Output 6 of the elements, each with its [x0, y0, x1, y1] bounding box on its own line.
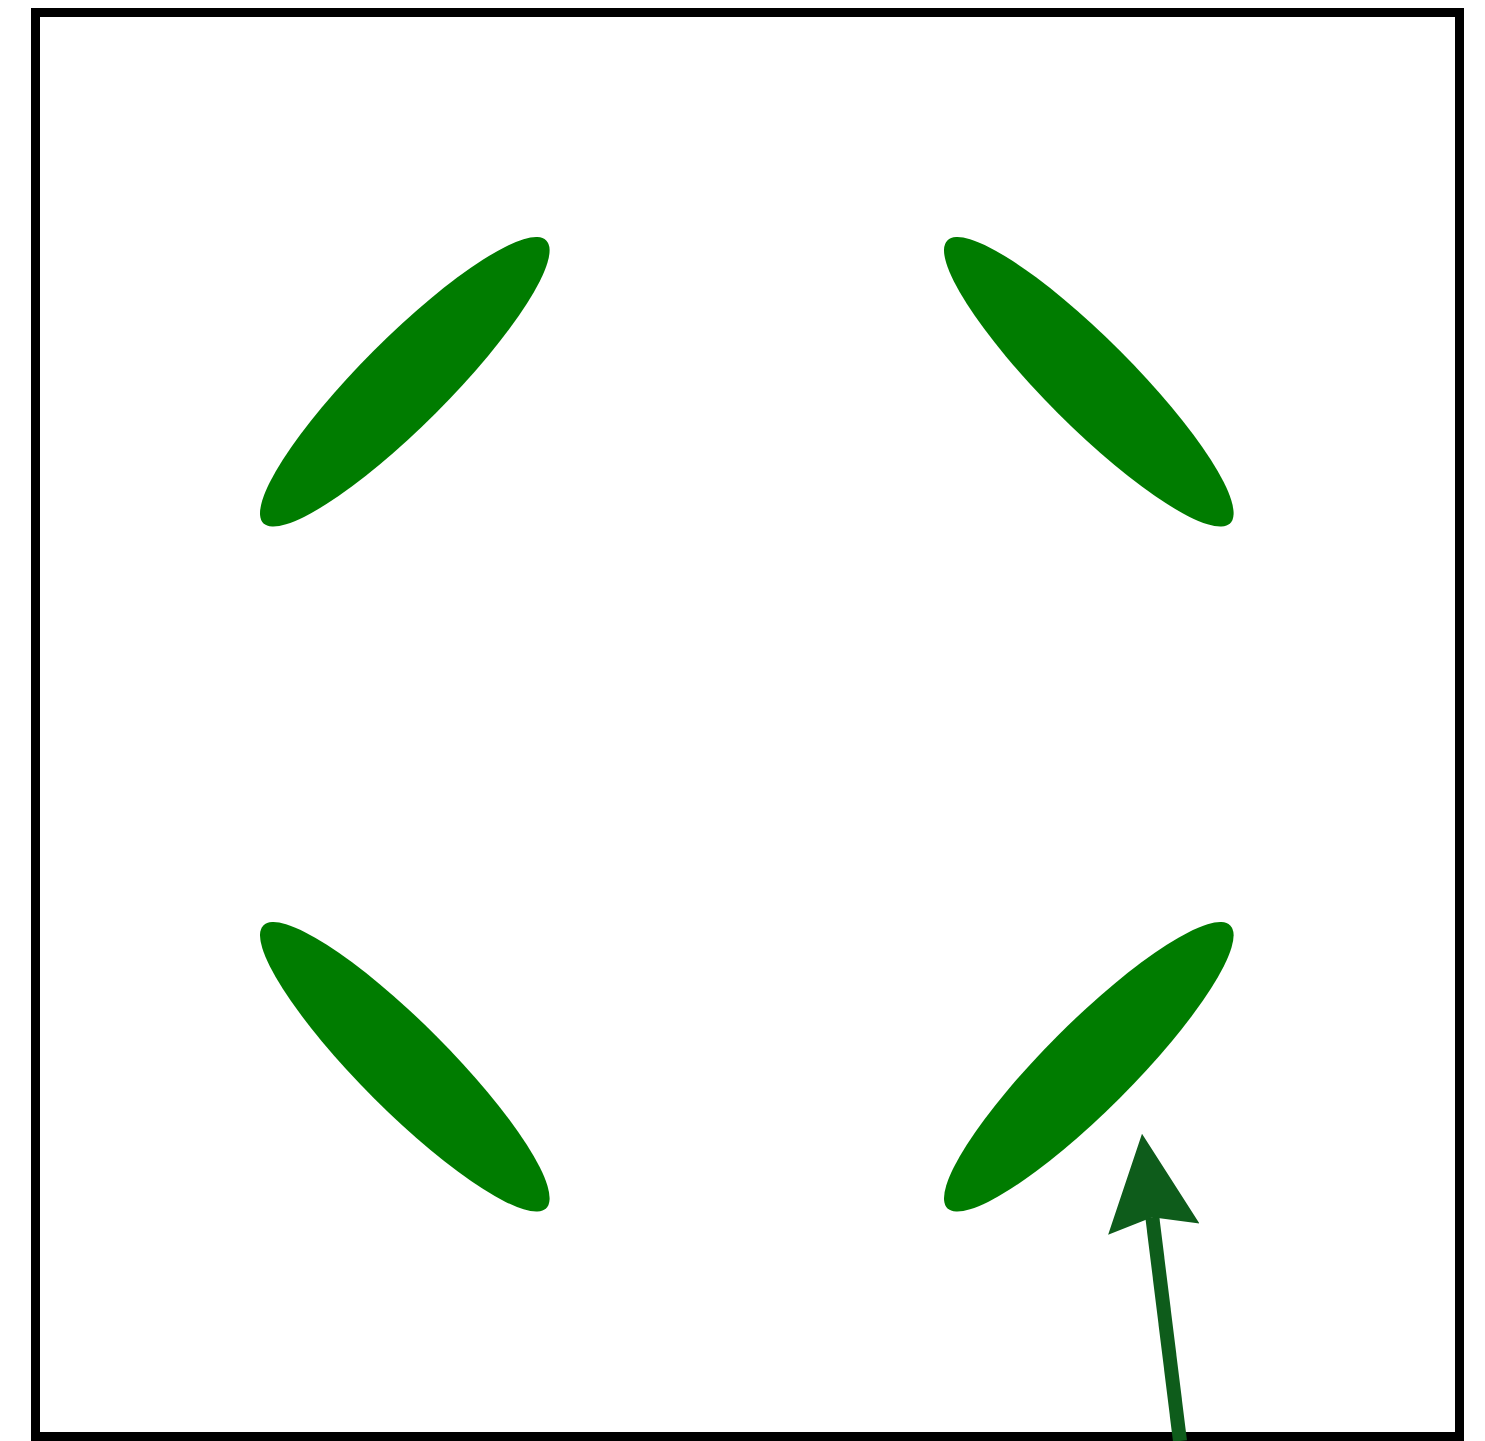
leaf-shape: [260, 922, 550, 1212]
leaf-shape: [944, 237, 1234, 527]
leaf-shape: [260, 237, 550, 527]
arrow: [1108, 1133, 1200, 1441]
leaf-shape: [944, 922, 1234, 1212]
frame-border: [31, 8, 1464, 1441]
